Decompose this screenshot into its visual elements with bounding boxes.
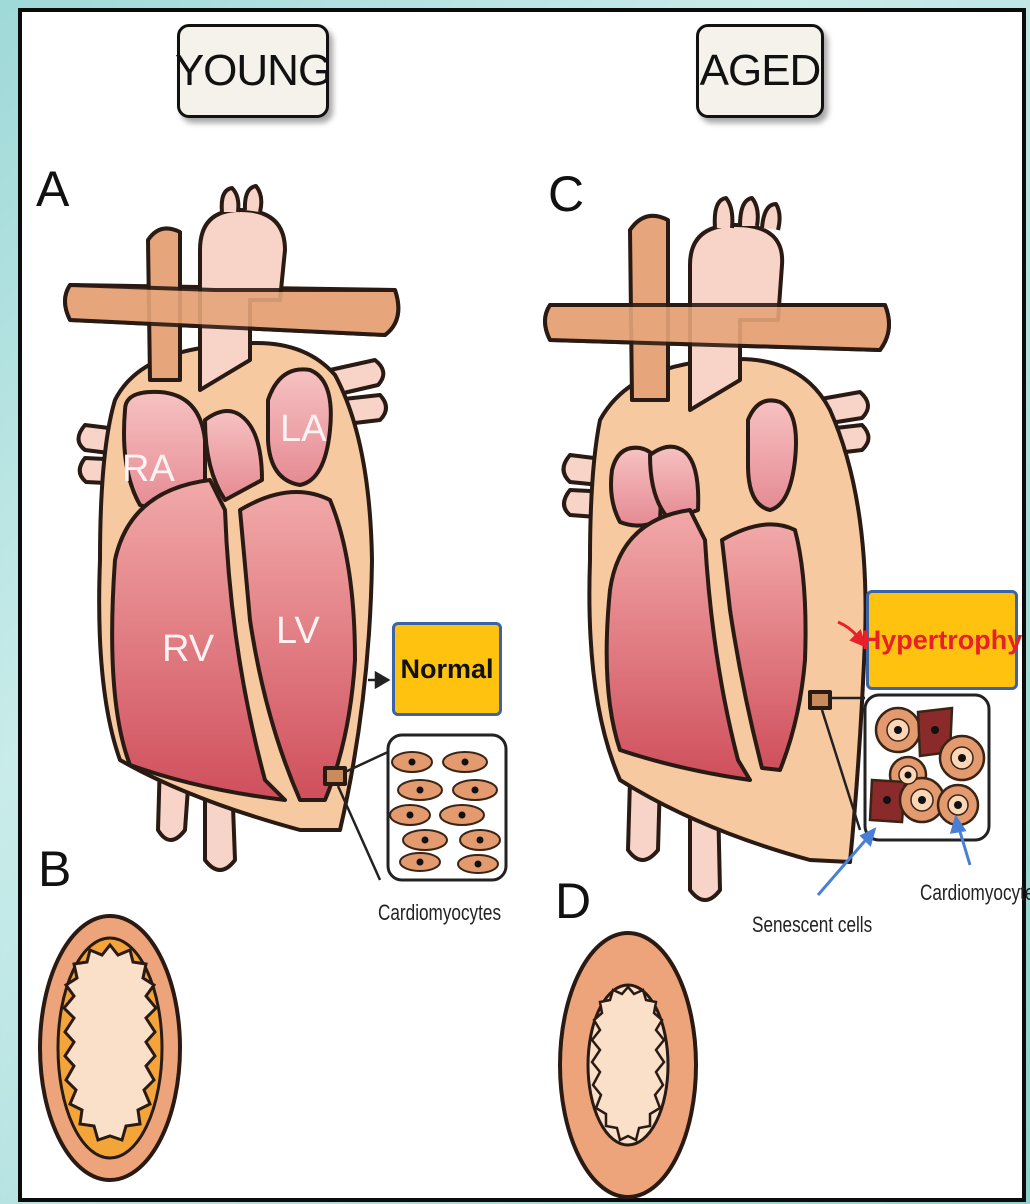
chamber-label-la: LA [280, 408, 326, 451]
panel-label-a: A [36, 160, 69, 218]
caption-cardiomyocytes-young: Cardiomyocytes [378, 900, 501, 926]
aged-cell-cluster [865, 695, 989, 840]
panel-label-b: B [38, 840, 71, 898]
aged-left-atrium [748, 400, 796, 510]
aged-vessel-cross-section [560, 933, 696, 1197]
young-tissue-sample [325, 768, 345, 784]
aged-heart [545, 198, 889, 900]
status-normal: Normal [392, 622, 502, 716]
aged-tissue-sample [810, 692, 830, 708]
status-hypertrophy: Hypertrophy [866, 590, 1018, 690]
chamber-label-ra: RA [122, 448, 175, 491]
title-aged: AGED [696, 24, 824, 118]
young-heart [65, 186, 398, 870]
young-artery-overlay [65, 285, 398, 335]
title-young: YOUNG [177, 24, 329, 118]
young-vessel-cross-section [40, 916, 180, 1180]
young-cardiomyocyte-cluster [388, 735, 506, 880]
caption-cardiomyocytes-aged: Cardiomyocytes [920, 880, 1030, 906]
chamber-label-lv: LV [276, 610, 320, 653]
chamber-label-rv: RV [162, 628, 214, 671]
aged-artery-overlay [545, 305, 889, 350]
aged-aortic-branches [715, 198, 780, 230]
panel-label-d: D [555, 872, 591, 930]
panel-label-c: C [548, 165, 584, 223]
caption-senescent-cells: Senescent cells [752, 912, 872, 938]
